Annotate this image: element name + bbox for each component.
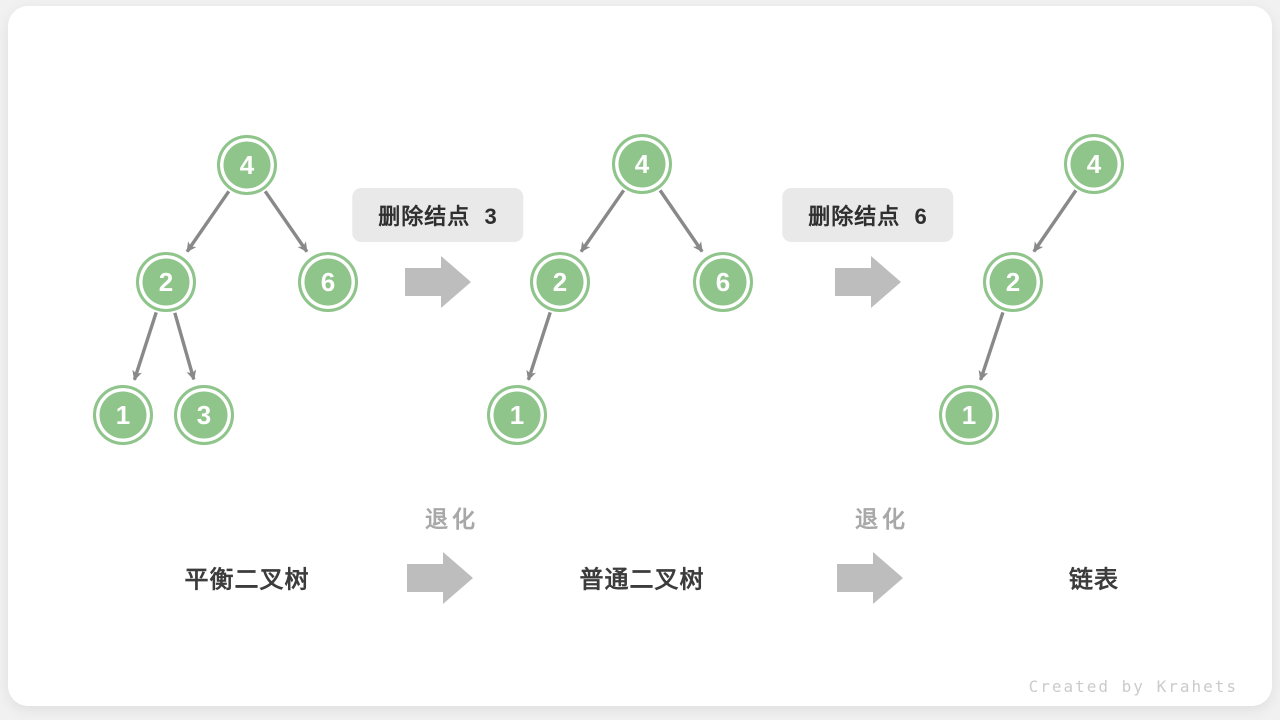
linked-list-node-1: 1 xyxy=(939,385,999,445)
ordinary-binary-tree-node-4: 4 xyxy=(612,134,672,194)
tree-edge-4-2 xyxy=(185,190,231,253)
balanced-binary-tree-node-4: 4 xyxy=(217,135,277,195)
step-block-arrow-1 xyxy=(405,256,471,308)
step-label-delete-node-3: 删除结点 3 xyxy=(352,188,524,242)
balanced-binary-tree-node-3: 3 xyxy=(174,385,234,445)
tree-edge-2-1 xyxy=(978,311,1005,381)
tree-edge-4-2 xyxy=(1032,189,1078,253)
degrade-block-arrow-1 xyxy=(407,552,473,604)
balanced-binary-tree-node-1: 1 xyxy=(93,385,153,445)
step-block-arrow-2 xyxy=(835,256,901,308)
tree-edge-2-3 xyxy=(173,312,197,381)
balanced-binary-tree-node-6: 6 xyxy=(298,252,358,312)
step-label-delete-node-6: 删除结点 6 xyxy=(782,188,954,242)
watermark: Created by Krahets xyxy=(1028,677,1238,696)
tree-edge-2-1 xyxy=(526,311,552,381)
stage-label-balanced-binary-tree: 平衡二叉树 xyxy=(184,566,310,594)
diagram-card xyxy=(8,6,1272,706)
tree-edge-4-2 xyxy=(579,189,626,253)
stage-label-linked-list: 链表 xyxy=(1069,566,1119,594)
balanced-binary-tree-node-2: 2 xyxy=(136,252,196,312)
tree-edge-4-6 xyxy=(658,189,704,253)
linked-list-node-4: 4 xyxy=(1064,134,1124,194)
block-arrows-layer xyxy=(405,256,903,604)
tree-edge-4-6 xyxy=(263,190,309,253)
ordinary-binary-tree-node-1: 1 xyxy=(487,385,547,445)
ordinary-binary-tree-node-2: 2 xyxy=(530,252,590,312)
degrade-label-2: 退化 xyxy=(855,506,909,532)
linked-list-node-2: 2 xyxy=(983,252,1043,312)
degrade-block-arrow-2 xyxy=(837,552,903,604)
ordinary-binary-tree-node-6: 6 xyxy=(693,252,753,312)
tree-edge-2-1 xyxy=(132,311,158,381)
stage-label-ordinary-binary-tree: 普通二叉树 xyxy=(579,566,705,594)
tree-edges-layer xyxy=(132,189,1078,381)
degrade-label-1: 退化 xyxy=(425,506,479,532)
